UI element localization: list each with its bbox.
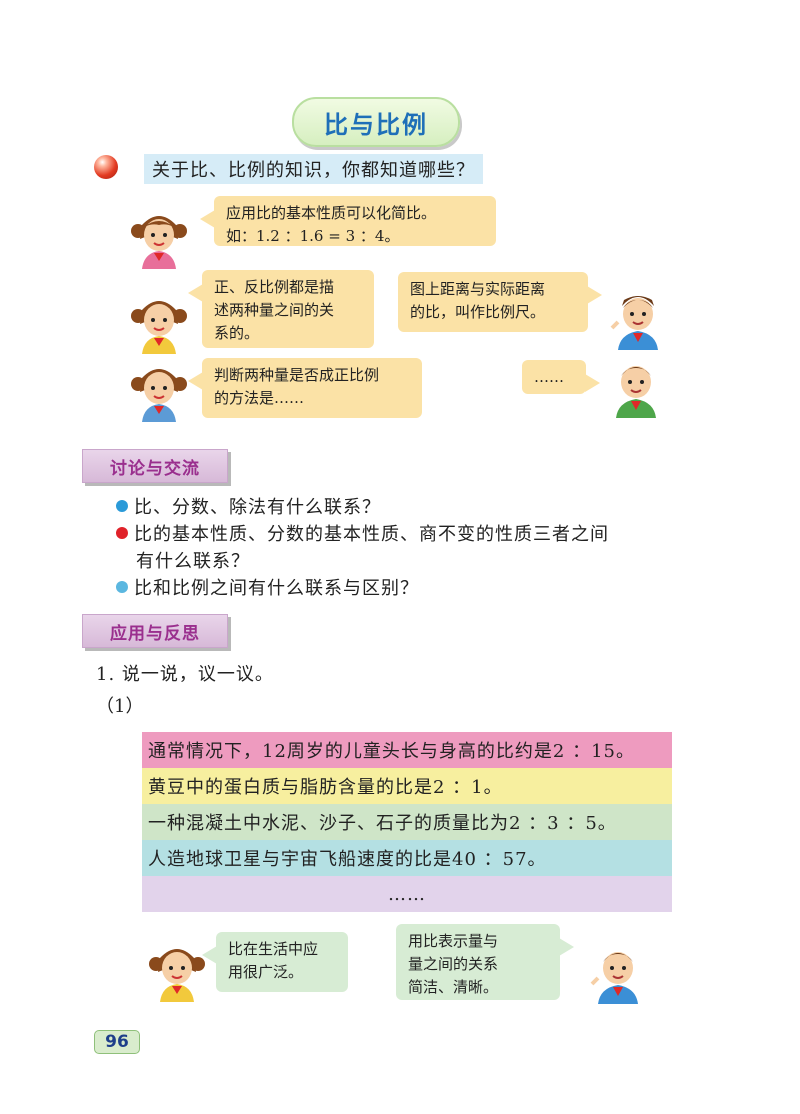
speech-bubble-proportion: 正、反比例都是描 述两种量之间的关 系的。 — [188, 270, 374, 348]
boy-avatar-3 — [590, 952, 638, 1004]
speech-bubble-scale: 图上距离与实际距离 的比，叫作比例尺。 — [398, 272, 602, 332]
bubble-text: 系的。 — [214, 324, 260, 342]
ratio-example-1: 通常情况下，12周岁的儿童头长与身高的比约是2 ：15。 — [142, 732, 672, 768]
ratio-example-4: 人造地球卫星与宇宙飞船速度的比是40 ：57。 — [142, 840, 672, 876]
bubble-text: 用很广泛。 — [228, 963, 304, 981]
intro-question: 关于比、比例的知识，你都知道哪些？ — [144, 154, 483, 184]
bullet-dot-icon — [116, 581, 128, 593]
speech-bubble-judge: 判断两种量是否成正比例 的方法是…… — [188, 358, 422, 418]
discuss-item-1: 比、分数、除法有什么联系？ — [116, 494, 381, 521]
bubble-text: 应用比的基本性质可以化简比。 — [226, 204, 437, 222]
discuss-text: 比和比例之间有什么联系与区别？ — [134, 578, 419, 599]
girl-avatar-2 — [131, 301, 187, 354]
bubble-text: 图上距离与实际距离 — [410, 280, 546, 298]
discuss-text: 比的基本性质、分数的基本性质、商不变的性质三者之间 — [134, 524, 609, 545]
speech-bubble-ellipsis: …… — [522, 360, 600, 394]
bullet-dot-icon — [116, 500, 128, 512]
section-tab-discuss: 讨论与交流 — [82, 449, 228, 483]
page-number: 96 — [94, 1030, 140, 1054]
ratio-example-ellipsis: …… — [142, 876, 672, 912]
red-ball-icon — [94, 155, 118, 179]
discuss-text: 比、分数、除法有什么联系？ — [134, 497, 381, 518]
bubble-text: 如：1.2 ：1.6 = 3 ：4。 — [226, 227, 400, 245]
bubble-text: 量之间的关系 — [408, 955, 499, 973]
lesson-title: 比与比例 — [292, 97, 460, 147]
girl-avatar-1 — [131, 216, 187, 269]
ellipsis-text: …… — [388, 883, 426, 905]
girl-avatar-3 — [131, 369, 187, 422]
discuss-item-2: 比的基本性质、分数的基本性质、商不变的性质三者之间 有什么联系？ — [116, 521, 609, 575]
bubble-text: 判断两种量是否成正比例 — [214, 366, 380, 384]
speech-bubble-widely-used: 比在生活中应 用很广泛。 — [202, 932, 348, 992]
speech-bubble-concise: 用比表示量与 量之间的关系 简洁、清晰。 — [396, 924, 574, 1000]
discuss-item-3: 比和比例之间有什么联系与区别？ — [116, 575, 419, 602]
bubble-text: …… — [534, 368, 564, 386]
girl-avatar-4 — [149, 949, 205, 1002]
discuss-text-continued: 有什么联系？ — [136, 551, 250, 572]
speech-bubble-simplify: 应用比的基本性质可以化简比。 如：1.2 ：1.6 = 3 ：4。 — [200, 196, 496, 246]
bubble-text: 比在生活中应 — [228, 940, 319, 958]
bubble-text: 正、反比例都是描 — [214, 278, 335, 296]
section-tab-apply: 应用与反思 — [82, 614, 228, 648]
ratio-example-2: 黄豆中的蛋白质与脂肪含量的比是2 ：1。 — [142, 768, 672, 804]
bubble-text: 的方法是…… — [214, 389, 305, 407]
bubble-text: 述两种量之间的关 — [214, 301, 335, 319]
ratio-example-3: 一种混凝土中水泥、沙子、石子的质量比为2 ：3 ：5。 — [142, 804, 672, 840]
exercise-title: 1. 说一说，议一议。 — [96, 664, 274, 685]
bubble-text: 简洁、清晰。 — [408, 978, 499, 996]
sub-label: （1） — [96, 696, 144, 717]
bullet-dot-icon — [116, 527, 128, 539]
bubble-text: 的比，叫作比例尺。 — [410, 303, 546, 321]
boy-avatar-1 — [610, 296, 658, 350]
boy-avatar-2 — [616, 366, 656, 418]
bubble-text: 用比表示量与 — [408, 932, 499, 950]
